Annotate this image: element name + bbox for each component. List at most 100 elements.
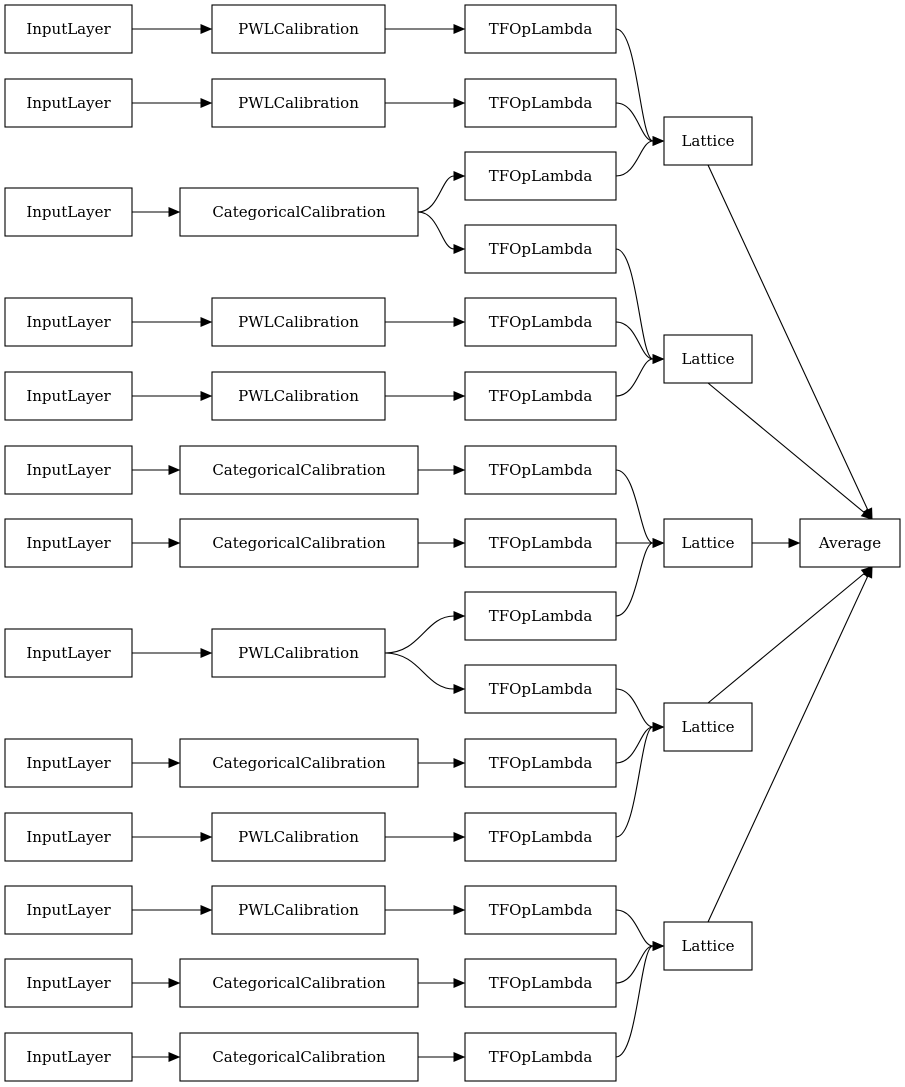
node-box xyxy=(464,664,617,714)
arrowhead-icon xyxy=(652,354,665,364)
node-label: TFOpLambda xyxy=(489,240,593,258)
node-lattice[interactable]: Lattice xyxy=(663,116,753,166)
node-label: InputLayer xyxy=(26,1048,111,1066)
node-box xyxy=(464,958,617,1008)
edge-in2-to-c2 xyxy=(132,98,213,108)
node-categorical-calibration[interactable]: CategoricalCalibration xyxy=(179,445,419,495)
node-tfop-lambda[interactable]: TFOpLambda xyxy=(464,4,617,54)
node-input-layer[interactable]: InputLayer xyxy=(4,187,133,237)
node-box xyxy=(4,738,133,788)
node-input-layer[interactable]: InputLayer xyxy=(4,371,133,421)
arrowhead-icon xyxy=(453,98,466,108)
edge-line xyxy=(384,615,455,654)
arrowhead-icon xyxy=(168,207,181,217)
node-tfop-lambda[interactable]: TFOpLambda xyxy=(464,151,617,201)
node-pwlcalibration[interactable]: PWLCalibration xyxy=(211,78,386,128)
node-categorical-calibration[interactable]: CategoricalCalibration xyxy=(179,1032,419,1082)
node-tfop-lambda[interactable]: TFOpLambda xyxy=(464,445,617,495)
node-box xyxy=(464,445,617,495)
node-tfop-lambda[interactable]: TFOpLambda xyxy=(464,518,617,568)
node-tfop-lambda[interactable]: TFOpLambda xyxy=(464,885,617,935)
node-box xyxy=(179,738,419,788)
edge-L3-to-AVG xyxy=(752,538,801,548)
node-input-layer[interactable]: InputLayer xyxy=(4,445,133,495)
arrowhead-icon xyxy=(453,758,466,768)
arrowhead-icon xyxy=(652,136,665,146)
node-tfop-lambda[interactable]: TFOpLambda xyxy=(464,812,617,862)
node-label: PWLCalibration xyxy=(238,20,359,38)
node-pwlcalibration[interactable]: PWLCalibration xyxy=(211,628,386,678)
node-input-layer[interactable]: InputLayer xyxy=(4,628,133,678)
node-tfop-lambda[interactable]: TFOpLambda xyxy=(464,224,617,274)
node-label: InputLayer xyxy=(26,901,111,919)
node-tfop-lambda[interactable]: TFOpLambda xyxy=(464,1032,617,1082)
node-label: PWLCalibration xyxy=(238,901,359,919)
node-input-layer[interactable]: InputLayer xyxy=(4,1032,133,1082)
node-input-layer[interactable]: InputLayer xyxy=(4,958,133,1008)
edge-c3-to-t4 xyxy=(417,211,466,254)
node-label: TFOpLambda xyxy=(489,94,593,112)
node-box xyxy=(464,1032,617,1082)
node-input-layer[interactable]: InputLayer xyxy=(4,78,133,128)
node-pwlcalibration[interactable]: PWLCalibration xyxy=(211,885,386,935)
node-lattice[interactable]: Lattice xyxy=(663,334,753,384)
node-input-layer[interactable]: InputLayer xyxy=(4,297,133,347)
node-pwlcalibration[interactable]: PWLCalibration xyxy=(211,812,386,862)
node-lattice[interactable]: Lattice xyxy=(663,921,753,971)
edge-in11-to-c11 xyxy=(132,905,213,915)
node-label: CategoricalCalibration xyxy=(212,461,386,479)
node-tfop-lambda[interactable]: TFOpLambda xyxy=(464,738,617,788)
node-label: InputLayer xyxy=(26,203,111,221)
node-label: PWLCalibration xyxy=(238,94,359,112)
node-input-layer[interactable]: InputLayer xyxy=(4,738,133,788)
node-box xyxy=(4,885,133,935)
edge-line xyxy=(707,572,865,704)
node-tfop-lambda[interactable]: TFOpLambda xyxy=(464,958,617,1008)
node-categorical-calibration[interactable]: CategoricalCalibration xyxy=(179,958,419,1008)
node-box xyxy=(211,812,386,862)
node-input-layer[interactable]: InputLayer xyxy=(4,518,133,568)
arrowhead-icon xyxy=(168,465,181,475)
edge-line xyxy=(615,321,654,360)
edge-t4-to-L2 xyxy=(615,248,665,364)
node-tfop-lambda[interactable]: TFOpLambda xyxy=(464,591,617,641)
node-input-layer[interactable]: InputLayer xyxy=(4,885,133,935)
node-tfop-lambda[interactable]: TFOpLambda xyxy=(464,371,617,421)
node-categorical-calibration[interactable]: CategoricalCalibration xyxy=(179,738,419,788)
edge-in12-to-c12 xyxy=(132,978,181,988)
edge-in3-to-c3 xyxy=(132,207,181,217)
edge-c1-to-t1 xyxy=(385,24,466,34)
node-label: Lattice xyxy=(681,132,734,150)
node-box xyxy=(4,518,133,568)
node-pwlcalibration[interactable]: PWLCalibration xyxy=(211,4,386,54)
node-tfop-lambda[interactable]: TFOpLambda xyxy=(464,78,617,128)
node-tfop-lambda[interactable]: TFOpLambda xyxy=(464,297,617,347)
node-input-layer[interactable]: InputLayer xyxy=(4,812,133,862)
node-label: TFOpLambda xyxy=(489,1048,593,1066)
node-input-layer[interactable]: InputLayer xyxy=(4,4,133,54)
node-pwlcalibration[interactable]: PWLCalibration xyxy=(211,371,386,421)
node-pwlcalibration[interactable]: PWLCalibration xyxy=(211,297,386,347)
edge-L2-to-AVG xyxy=(707,382,873,520)
arrowhead-icon xyxy=(453,244,466,254)
node-categorical-calibration[interactable]: CategoricalCalibration xyxy=(179,187,419,237)
node-label: PWLCalibration xyxy=(238,387,359,405)
node-lattice[interactable]: Lattice xyxy=(663,518,753,568)
edge-line xyxy=(417,175,455,213)
node-label: CategoricalCalibration xyxy=(212,754,386,772)
node-average[interactable]: Average xyxy=(799,518,901,568)
node-label: InputLayer xyxy=(26,828,111,846)
arrowhead-icon xyxy=(652,941,665,951)
node-lattice[interactable]: Lattice xyxy=(663,702,753,752)
node-box xyxy=(4,628,133,678)
arrowhead-icon xyxy=(168,1052,181,1062)
node-box xyxy=(4,371,133,421)
node-box xyxy=(464,885,617,935)
node-box xyxy=(4,958,133,1008)
node-label: Lattice xyxy=(681,937,734,955)
node-categorical-calibration[interactable]: CategoricalCalibration xyxy=(179,518,419,568)
node-box xyxy=(464,371,617,421)
node-tfop-lambda[interactable]: TFOpLambda xyxy=(464,664,617,714)
edge-line xyxy=(615,542,654,617)
